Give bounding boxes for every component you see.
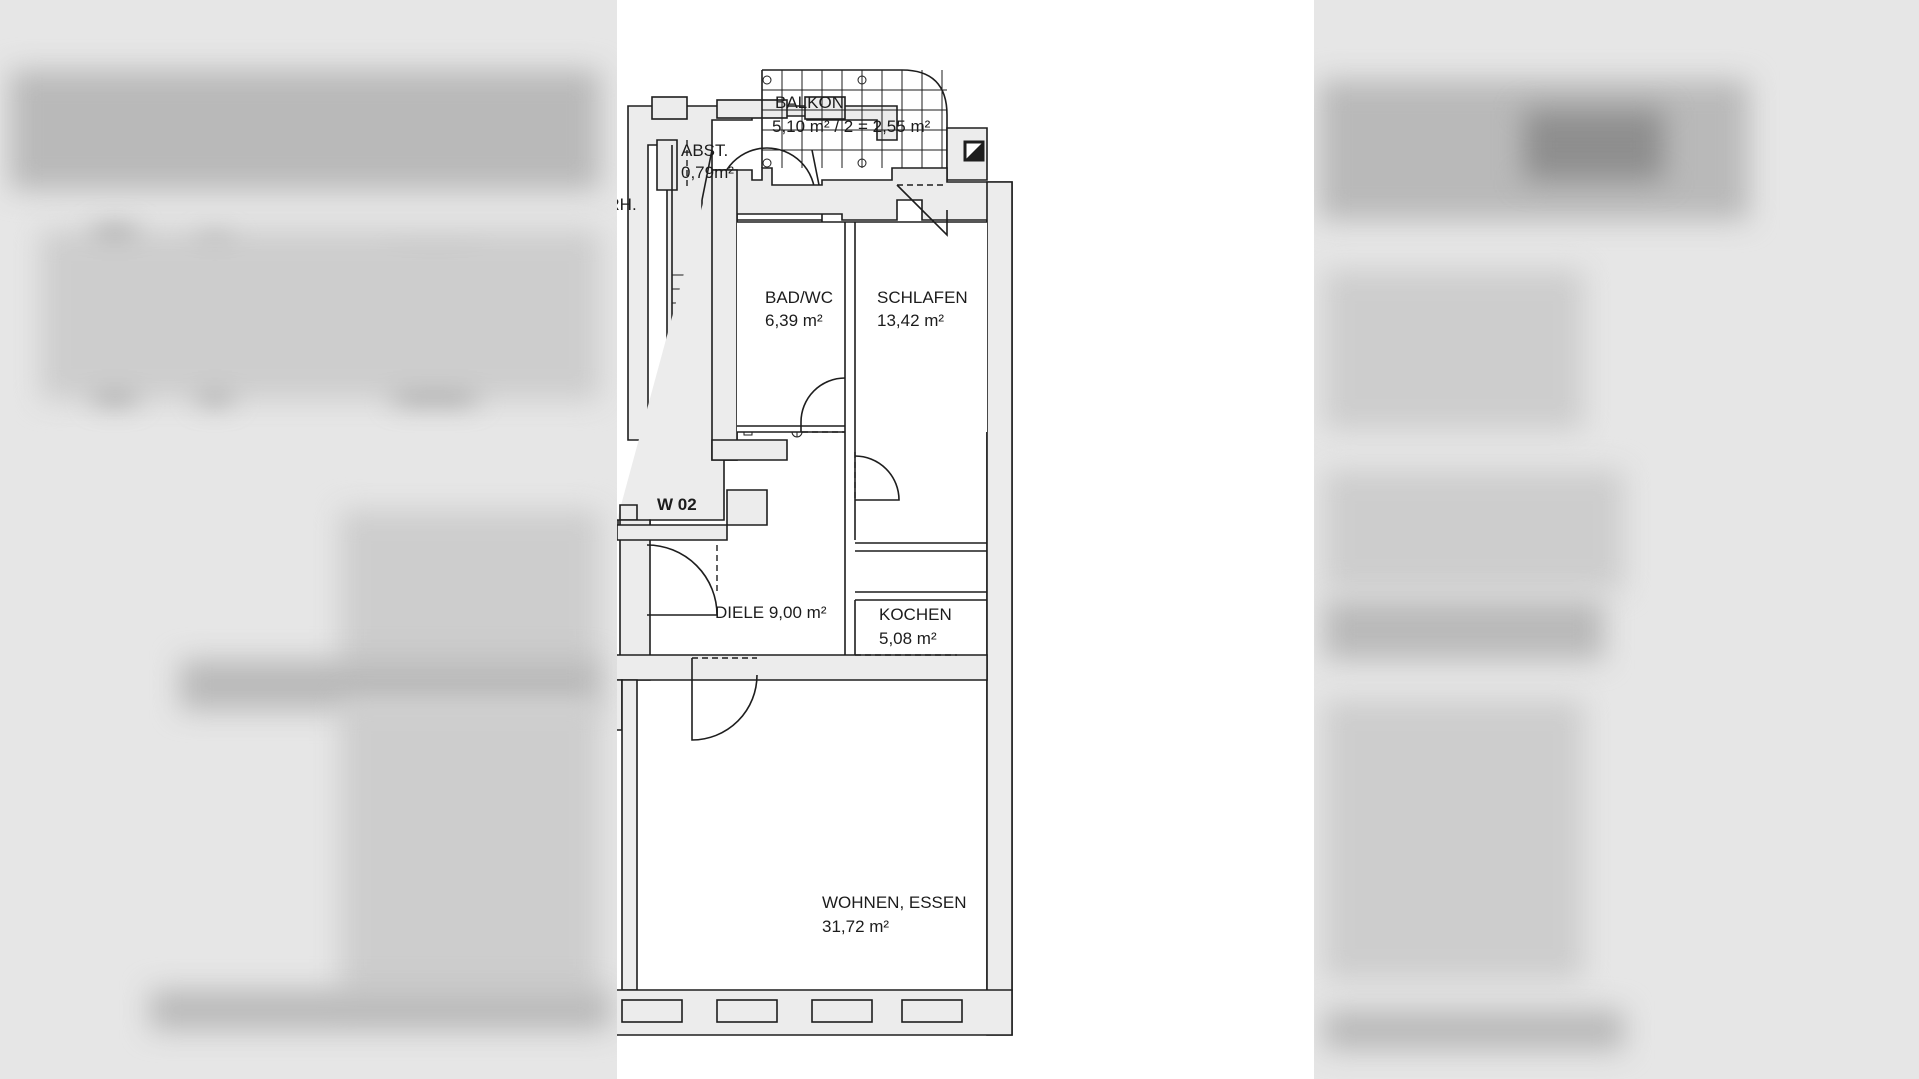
schlafen-name: SCHLAFEN — [877, 288, 968, 307]
abst-area: 0,79m² — [681, 163, 734, 182]
doors — [646, 184, 957, 741]
wohnen-area: 31,72 m² — [822, 917, 889, 936]
balkon-area: 5,10 m² / 2 = 2,55 m² — [772, 117, 931, 136]
abst-name: ABST. — [681, 141, 728, 160]
kochen-area: 5,08 m² — [879, 629, 937, 648]
bad-name: BAD/WC — [765, 288, 833, 307]
floor-plan-drawing: BALKON 5,10 m² / 2 = 2,55 m² ABST. 0,79m… — [617, 69, 1013, 1036]
kochen-name: KOCHEN — [879, 605, 952, 624]
balcony — [761, 69, 988, 181]
wohnen-name: WOHNEN, ESSEN — [822, 893, 967, 912]
windows-bottom — [621, 999, 963, 1023]
room-outlines — [737, 222, 987, 432]
room-labels: BALKON 5,10 m² / 2 = 2,55 m² ABST. 0,79m… — [617, 93, 968, 936]
blurred-background-right — [1314, 0, 1919, 1079]
window — [901, 999, 963, 1023]
floor-plan-panel: BALKON 5,10 m² / 2 = 2,55 m² ABST. 0,79m… — [617, 0, 1314, 1079]
schlafen-area: 13,42 m² — [877, 311, 944, 330]
bad-area: 6,39 m² — [765, 311, 823, 330]
trh-name: TRH. — [617, 195, 637, 214]
blurred-background-left — [0, 0, 617, 1079]
balkon-name: BALKON — [775, 93, 844, 112]
window — [811, 999, 873, 1023]
window — [716, 999, 778, 1023]
unit-id: W 02 — [657, 495, 697, 514]
diele-label: DIELE 9,00 m² — [715, 603, 827, 622]
window — [621, 999, 683, 1023]
